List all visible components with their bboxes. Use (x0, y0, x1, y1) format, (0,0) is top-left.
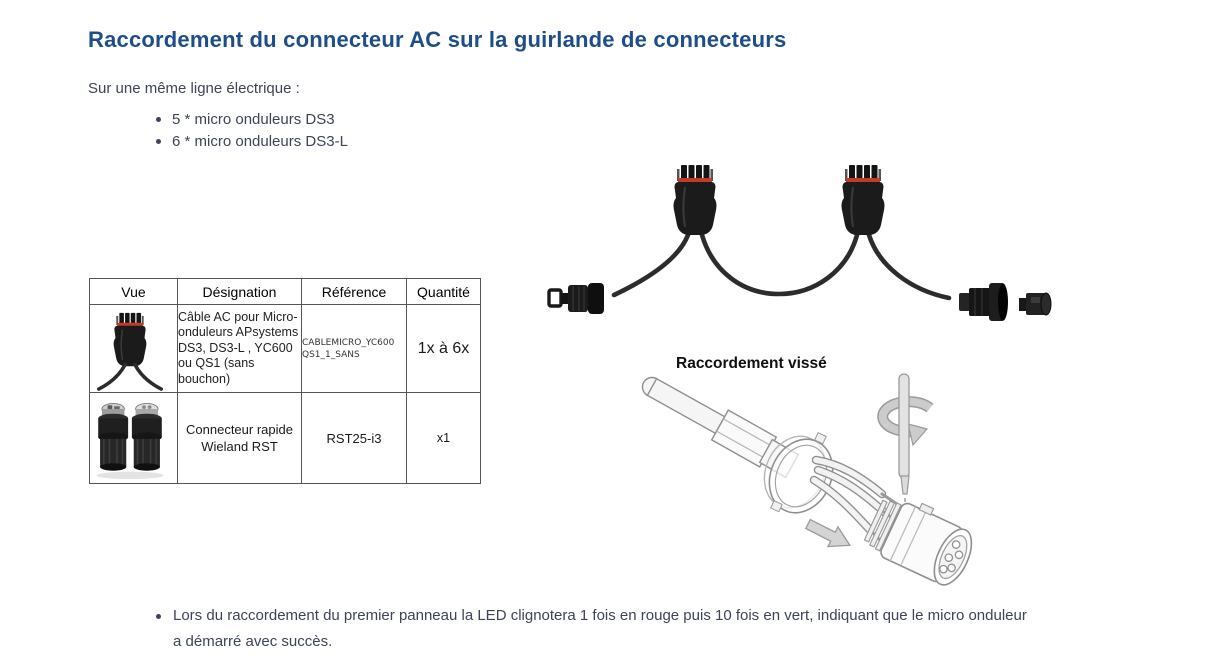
list-item-text: 5 * micro onduleurs DS3 (172, 110, 335, 128)
bullet-dot-icon (156, 116, 161, 122)
designation-cell: Câble AC pour Micro-onduleurs APsystems … (177, 304, 302, 393)
page-title: Raccordement du connecteur AC sur la gui… (88, 27, 787, 52)
quantity-cell: 1x à 6x (406, 304, 481, 393)
table-header-row: Vue Désignation Référence Quantité (89, 278, 481, 305)
led-note: Lors du raccordement du premier panneau … (156, 603, 1036, 655)
insert-direction-arrow-icon (804, 518, 852, 548)
daisy-chain-cable-icon (547, 164, 1052, 321)
col-header-designation: Désignation (177, 278, 302, 305)
bullet-dot-icon (156, 138, 161, 144)
quantity-cell: x1 (406, 392, 481, 484)
list-item: 6 * micro onduleurs DS3-L (156, 130, 348, 152)
col-header-quantite: Quantité (406, 278, 481, 305)
col-header-reference: Référence (301, 278, 407, 305)
list-item: 5 * micro onduleurs DS3 (156, 108, 348, 130)
inverter-count-list: 5 * micro onduleurs DS3 6 * micro ondule… (156, 108, 348, 152)
list-item-text: 6 * micro onduleurs DS3-L (172, 132, 348, 150)
screwed-connection-icon (641, 373, 973, 586)
reference-cell: RST25-i3 (301, 392, 407, 484)
bullet-dot-icon (156, 614, 161, 619)
end-cap-connector-icon (547, 283, 604, 314)
parts-table: Vue Désignation Référence Quantité (89, 278, 481, 484)
plug-body-icon (863, 499, 973, 586)
diagram-caption: Raccordement vissé (676, 355, 827, 372)
plug-connector-icon (1019, 292, 1052, 316)
rst-connectors-thumb-icon (96, 402, 164, 480)
screwed-connection-assembly-illustration (620, 372, 1040, 607)
socket-connector-icon (959, 283, 1008, 321)
table-row: Connecteur rapide Wieland RST RST25-i3 x… (89, 392, 481, 484)
trunk-connector-thumb-icon (96, 312, 164, 391)
designation-cell: Connecteur rapide Wieland RST (177, 392, 302, 484)
screwdriver-icon (877, 373, 934, 522)
col-header-vue: Vue (89, 278, 178, 305)
reference-cell: CABLEMICRO_YC600 QS1_1_SANS (301, 304, 407, 393)
wieland-rst-connector-pair-photo-icon (89, 392, 178, 484)
table-row: Câble AC pour Micro-onduleurs APsystems … (89, 304, 481, 393)
note-text: Lors du raccordement du premier panneau … (173, 607, 1027, 650)
intro-text: Sur une même ligne électrique : (88, 80, 300, 97)
daisy-chain-cable-illustration (535, 152, 1075, 327)
ac-trunk-cable-connector-photo-icon (89, 304, 178, 393)
